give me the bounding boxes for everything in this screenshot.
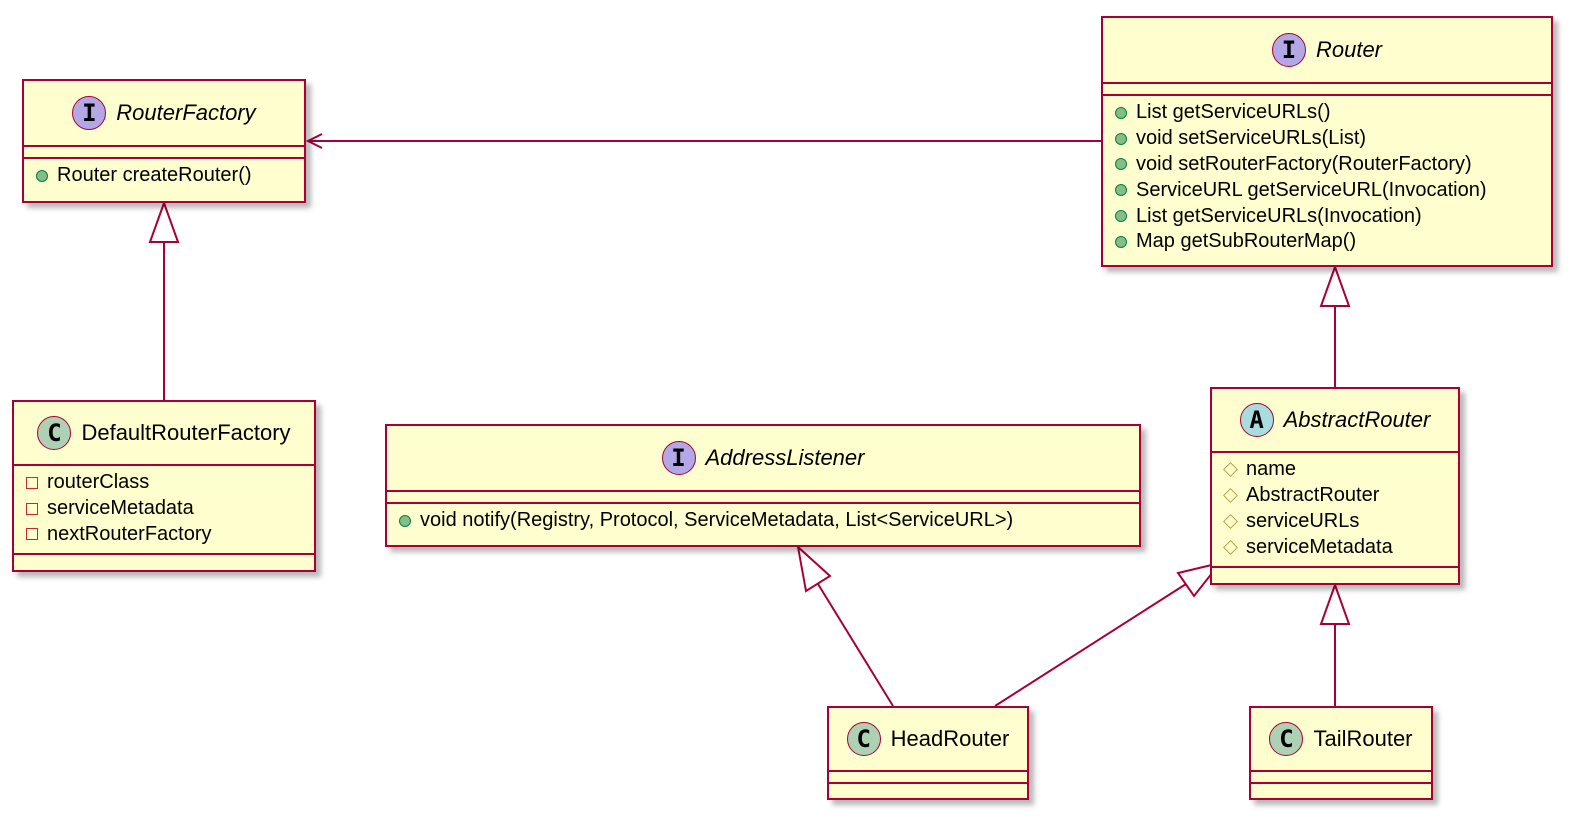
class-headrouter[interactable]: C HeadRouter [827,706,1029,800]
class-header: C HeadRouter [829,708,1027,772]
fields-section: routerClass serviceMetadata nextRouterFa… [14,466,314,556]
class-name: Router [1315,37,1383,62]
private-icon [26,528,38,541]
inheritance-triangle-abstractrouter-head [1176,561,1223,598]
class-name: RouterFactory [116,100,256,125]
methods-section [14,555,314,567]
methods-section [1212,568,1458,580]
public-icon [1115,132,1127,145]
methods-section: Router createRouter() [24,159,304,195]
methods-section [1251,784,1431,796]
field-item: serviceMetadata [26,496,314,522]
fields-section [1103,84,1551,96]
public-icon [36,169,48,182]
class-name: DefaultRouterFactory [81,420,291,445]
method-item: void setServiceURLs(List) [1115,126,1551,152]
class-header: I AddressListener [387,426,1139,492]
fields-section: name AbstractRouter serviceURLs serviceM… [1212,453,1458,569]
field-item: routerClass [26,470,314,496]
class-header: C DefaultRouterFactory [14,402,314,466]
class-badge: C [37,416,72,450]
method-item: Router createRouter() [36,163,304,189]
public-icon [1115,184,1127,197]
public-icon [1115,106,1127,119]
method-item: ServiceURL getServiceURL(Invocation) [1115,177,1551,203]
method-item: Map getSubRouterMap() [1115,229,1551,255]
class-badge: C [846,722,881,756]
methods-section [829,784,1027,796]
class-header: C TailRouter [1251,708,1431,772]
private-icon [26,502,38,515]
inheritance-triangle-abstractrouter-tail [1319,582,1351,625]
public-icon [1115,158,1127,171]
protected-icon [1223,488,1238,504]
class-header: A AbstractRouter [1212,389,1458,453]
method-item: void notify(Registry, Protocol, ServiceM… [399,508,1139,534]
public-icon [1115,210,1127,223]
inheritance-triangle-routerfactory [148,200,180,243]
protected-icon [1223,514,1238,529]
method-item: void setRouterFactory(RouterFactory) [1115,152,1551,178]
class-name: AbstractRouter [1283,407,1431,432]
fields-section [1251,772,1431,784]
class-defaultrouterfactory[interactable]: C DefaultRouterFactory routerClass servi… [12,400,316,572]
field-item: serviceMetadata [1223,534,1458,560]
fields-section [829,772,1027,784]
class-header: I Router [1103,18,1551,84]
edge-headrouter-implements-addresslistener [817,583,894,707]
inheritance-triangle-router [1319,264,1351,307]
methods-section: List getServiceURLs() void setServiceURL… [1103,96,1551,261]
class-name: TailRouter [1313,726,1413,751]
class-tailrouter[interactable]: C TailRouter [1249,706,1433,800]
class-name: HeadRouter [890,726,1010,751]
class-name: AddressListener [705,445,865,470]
interface-badge: I [1271,33,1306,67]
field-item: serviceURLs [1223,509,1458,535]
class-routerfactory[interactable]: I RouterFactory Router createRouter() [22,79,306,203]
fields-section [387,492,1139,504]
abstract-badge: A [1239,403,1274,437]
protected-icon [1223,462,1238,478]
class-addresslistener[interactable]: I AddressListener void notify(Registry, … [385,424,1141,547]
field-item: AbstractRouter [1223,483,1458,509]
protected-icon [1223,539,1238,555]
fields-section [24,147,304,159]
public-icon [399,514,411,527]
public-icon [1115,235,1127,248]
class-badge: C [1269,722,1304,756]
arrowhead-routerfactory [305,133,323,149]
field-item: nextRouterFactory [26,522,314,548]
interface-badge: I [72,96,107,130]
method-item: List getServiceURLs(Invocation) [1115,203,1551,229]
interface-badge: I [661,441,696,475]
class-header: I RouterFactory [24,81,304,147]
private-icon [26,476,38,489]
methods-section: void notify(Registry, Protocol, ServiceM… [387,504,1139,540]
class-router[interactable]: I Router List getServiceURLs() void setS… [1101,16,1553,267]
edge-headrouter-extends-abstractrouter [994,583,1187,707]
class-abstractrouter[interactable]: A AbstractRouter name AbstractRouter ser… [1210,387,1460,585]
inheritance-triangle-addresslistener [796,544,832,593]
field-item: name [1223,457,1458,483]
method-item: List getServiceURLs() [1115,100,1551,126]
